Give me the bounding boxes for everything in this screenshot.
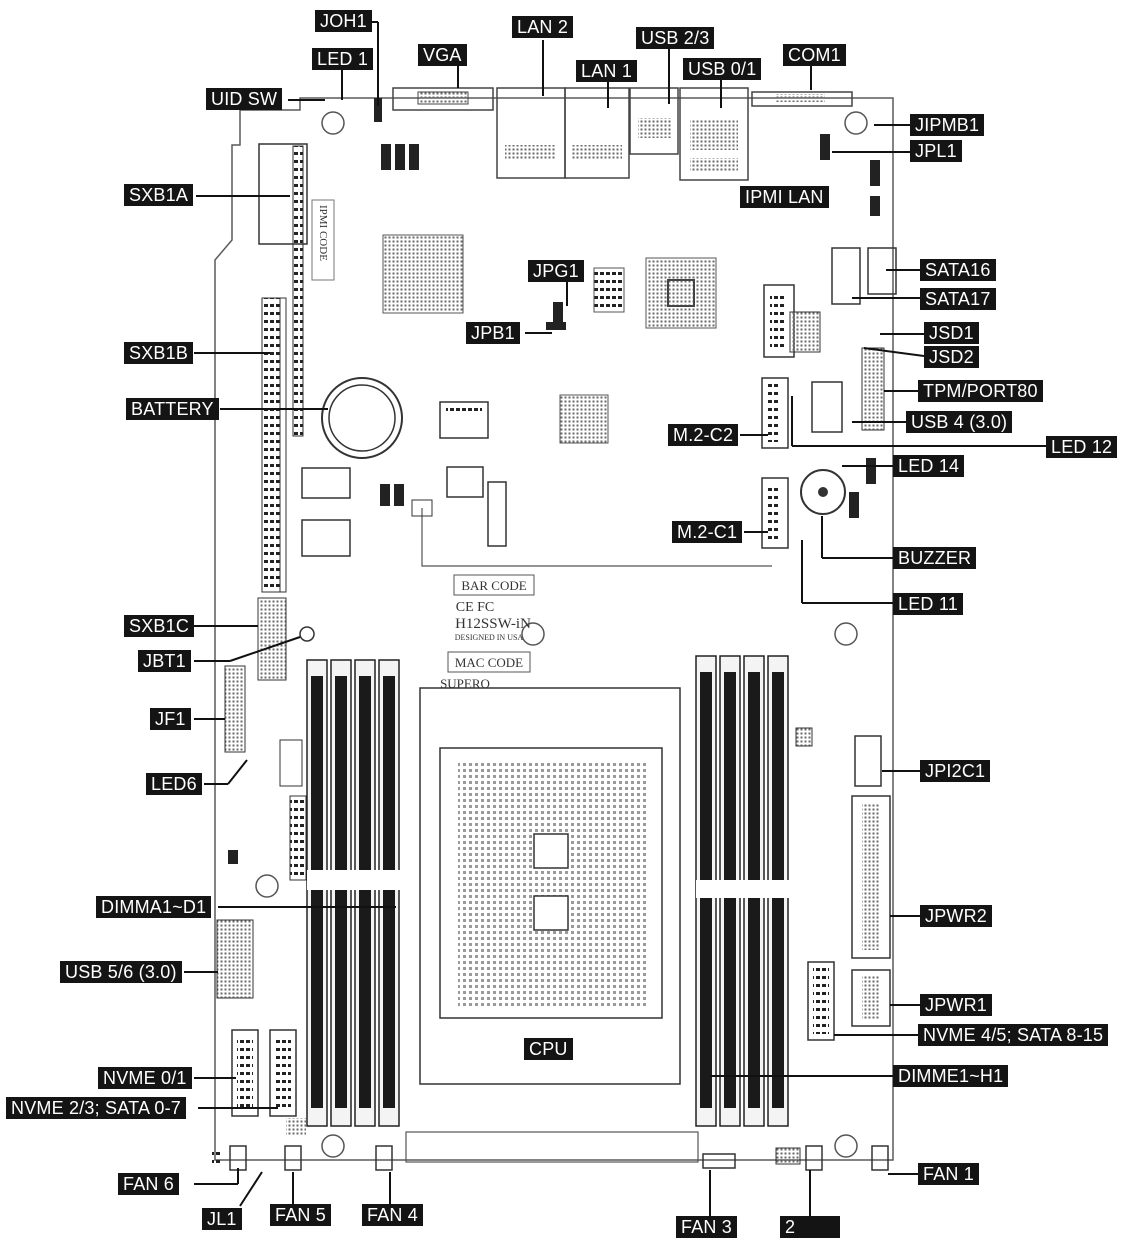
board-outline	[214, 97, 894, 1161]
battery-holder	[321, 377, 403, 459]
label-uid-sw: UID SW	[206, 88, 283, 110]
usb4-header	[811, 381, 843, 433]
label-jsd1: JSD1	[924, 322, 979, 344]
misc-header	[289, 795, 307, 881]
label-fan4: FAN 4	[362, 1204, 424, 1226]
dimm-slots-right	[695, 655, 792, 1127]
label-fan2: 2	[780, 1216, 840, 1238]
m2-headers	[301, 401, 772, 567]
label-jpi2c1: JPI2C1	[920, 760, 991, 782]
leader-lines	[184, 21, 1046, 1216]
label-fan6: FAN 6	[118, 1173, 180, 1195]
label-usb01: USB 0/1	[683, 58, 762, 80]
label-usb4: USB 4 (3.0)	[906, 411, 1013, 433]
label-sxb1b: SXB1B	[124, 342, 194, 364]
label-nvme45: NVME 4/5; SATA 8-15	[918, 1024, 1109, 1046]
label-buzzer: BUZZER	[893, 547, 977, 569]
label-sata17: SATA17	[920, 288, 996, 310]
ce-fc-text: CE FC	[456, 600, 495, 615]
lan1-port	[564, 87, 630, 179]
label-m2-c1: M.2-C1	[672, 521, 743, 543]
label-jl1: JL1	[202, 1208, 242, 1230]
designed-text: DESIGNED IN USA	[455, 633, 524, 642]
jsd-header	[789, 311, 821, 353]
tpm-header	[861, 347, 885, 431]
fan-headers	[229, 1145, 889, 1171]
board-labels: BAR CODE CE FC H12SSW-iN DESIGNED IN USA…	[440, 574, 535, 691]
ast-chip	[645, 257, 717, 329]
com1-port	[751, 91, 853, 107]
m2-c1-slot	[761, 477, 789, 549]
label-lan1: LAN 1	[576, 60, 638, 82]
model-text: H12SSW-iN	[455, 616, 531, 632]
vga-port	[392, 87, 494, 111]
cpu-socket	[419, 687, 681, 1085]
nvme-connectors-left	[231, 1029, 306, 1136]
label-sxb1a: SXB1A	[124, 184, 194, 206]
label-nvme23: NVME 2/3; SATA 0-7	[6, 1097, 186, 1119]
jbt1-jumper	[299, 626, 315, 642]
label-usb56: USB 5/6 (3.0)	[60, 961, 182, 983]
label-battery: BATTERY	[126, 398, 219, 420]
label-cpu: CPU	[524, 1038, 573, 1060]
nvme45-connector	[807, 961, 835, 1041]
label-jpb1: JPB1	[466, 322, 520, 344]
sxb1c-slot	[257, 597, 287, 681]
label-jpg1: JPG1	[528, 260, 584, 282]
label-lan2: LAN 2	[512, 16, 574, 38]
label-tpm-port80: TPM/PORT80	[918, 380, 1043, 402]
usb56-header	[216, 919, 254, 999]
sata17-connector	[831, 247, 861, 305]
sxb1a-slot	[258, 143, 308, 437]
label-m2-c2: M.2-C2	[668, 424, 739, 446]
bmc-chip	[382, 234, 464, 314]
label-sxb1c: SXB1C	[124, 615, 195, 637]
bar-code-text: BAR CODE	[461, 578, 526, 593]
label-jbt1: JBT1	[138, 650, 191, 672]
jpi2c1-connector	[854, 735, 882, 787]
label-dimma: DIMMA1~D1	[96, 896, 212, 918]
label-jpl1: JPL1	[910, 140, 962, 162]
label-jpwr1: JPWR1	[920, 994, 993, 1016]
label-dimme: DIMME1~H1	[893, 1065, 1009, 1087]
lan2-port	[496, 87, 566, 179]
m2-c2-slot	[761, 377, 789, 449]
flash-chip	[593, 267, 625, 313]
jf1-header	[224, 665, 246, 753]
label-com1: COM1	[783, 44, 846, 66]
label-sata16: SATA16	[920, 259, 996, 281]
label-jf1: JF1	[150, 708, 191, 730]
dimm-slots-left	[306, 659, 403, 1127]
chipset	[559, 394, 609, 444]
label-led14: LED 14	[893, 455, 965, 477]
label-fan5: FAN 5	[270, 1204, 332, 1226]
sxb1b-slot	[261, 297, 287, 593]
label-jipmb1: JIPMB1	[910, 114, 985, 136]
label-led6: LED6	[146, 773, 202, 795]
label-jpwr2: JPWR2	[920, 905, 993, 927]
bottom-strip	[405, 1131, 699, 1163]
buzzer	[800, 469, 846, 515]
ipmi-code-text: IPMI CODE	[317, 205, 329, 261]
label-nvme01: NVME 0/1	[98, 1067, 192, 1089]
label-jsd2: JSD2	[924, 346, 979, 368]
label-vga: VGA	[418, 44, 467, 66]
jpwr2-connector	[851, 795, 891, 959]
label-led11: LED 11	[893, 593, 963, 615]
jumper-blocks	[228, 98, 880, 864]
label-usb23: USB 2/3	[636, 27, 715, 49]
ipmi-lan-usb01-port	[679, 87, 749, 181]
label-fan1: FAN 1	[918, 1163, 980, 1185]
mac-code-text: MAC CODE	[455, 655, 523, 670]
label-joh1: JOH1	[315, 10, 372, 32]
usb23-port	[629, 87, 679, 155]
jpwr1-connector	[851, 969, 891, 1027]
label-ipmi-lan: IPMI LAN	[740, 186, 829, 208]
mounting-holes	[255, 111, 868, 1158]
label-fan3: FAN 3	[676, 1216, 738, 1238]
label-led12: LED 12	[1046, 436, 1118, 458]
label-led1: LED 1	[312, 48, 374, 70]
